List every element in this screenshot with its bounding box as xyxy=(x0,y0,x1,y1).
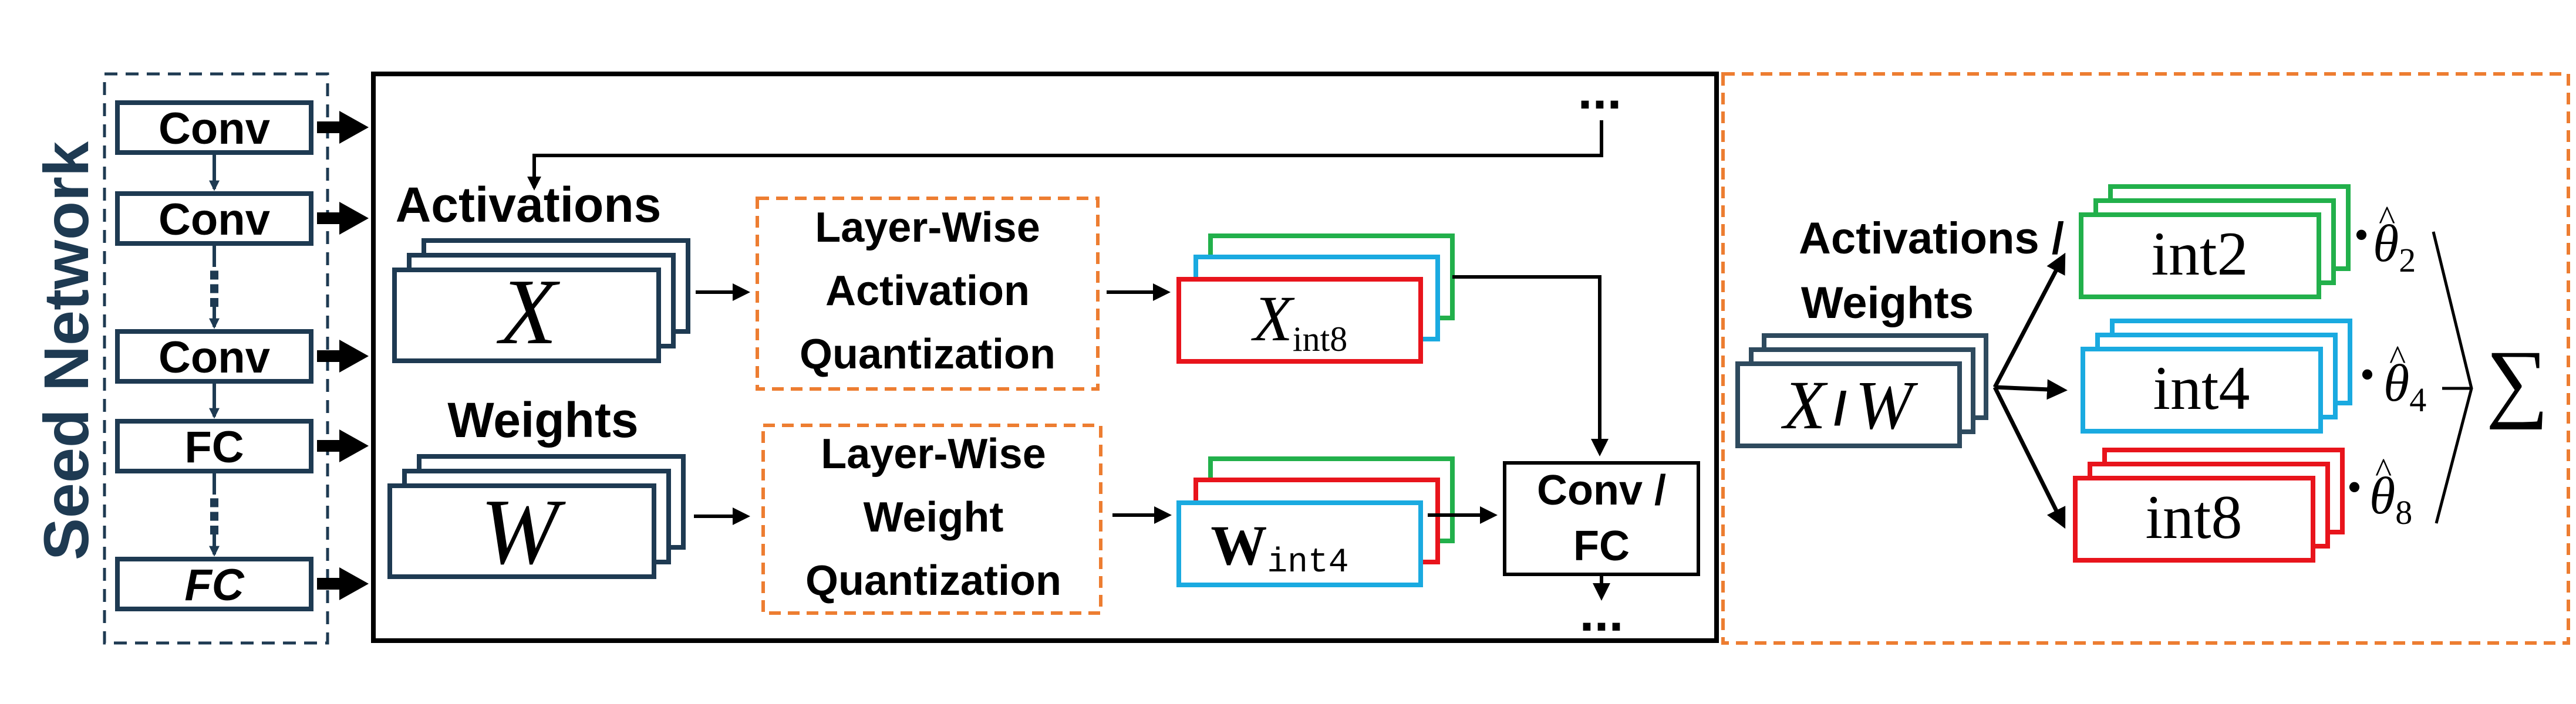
seed-layer-label-3: Conv xyxy=(159,333,270,383)
int8-stack xyxy=(2073,448,2345,563)
seed-layer-label-1: Conv xyxy=(159,104,270,154)
seed-network-title: Seed Network xyxy=(31,141,102,560)
conv-fc-line-1: Conv / xyxy=(1537,467,1666,514)
mixture-input-label-1: Activations / xyxy=(1799,214,2064,263)
seed-layer-box-4[interactable] xyxy=(115,419,313,473)
conv-fc-line-2: FC xyxy=(1573,523,1630,570)
coef-hat-4: ^ xyxy=(2389,339,2406,377)
activation-symbol: X xyxy=(496,259,560,364)
seed-layer-box-3[interactable] xyxy=(115,329,313,384)
quantization-pipeline: ... Activations X Weights W Layer-Wise A… xyxy=(371,62,1719,643)
sum-symbol: ∑ xyxy=(2486,333,2549,430)
pipeline-frame xyxy=(371,72,1719,643)
weight-quant-line-2: Weight xyxy=(864,494,1004,541)
xint8-stack xyxy=(1176,233,1455,364)
activations-stack xyxy=(392,238,690,363)
act-quant-line-1: Layer-Wise xyxy=(815,204,1040,251)
seed-layer-label-2: Conv xyxy=(159,195,270,245)
coef-hat-8: ^ xyxy=(2375,451,2392,490)
wint4-label: Wint4 xyxy=(1211,514,1348,582)
int4-stack xyxy=(2081,319,2352,434)
coef-theta-2: θ2 xyxy=(2373,215,2416,279)
seed-layer-box-2[interactable] xyxy=(115,191,313,246)
weights-label: Weights xyxy=(447,392,638,448)
coef-bullet-8: • xyxy=(2348,467,2361,506)
weights-stack xyxy=(387,454,686,579)
activations-label: Activations xyxy=(396,177,662,232)
activation-quantization-box[interactable] xyxy=(756,197,1100,391)
seed-layer-box-1[interactable] xyxy=(115,100,313,155)
coef-theta-8: θ8 xyxy=(2369,467,2412,532)
int2-label[interactable]: int2 xyxy=(2152,219,2248,288)
int4-label[interactable]: int4 xyxy=(2153,354,2250,422)
seed-output-arrows xyxy=(317,111,369,600)
fanout-arrow-int8 xyxy=(1992,386,2066,529)
mixed-precision-panel: Activations / Weights X/W int2 int4 xyxy=(1721,72,2570,645)
ellipsis-bottom: ... xyxy=(1579,584,1623,642)
seed-layer-box-5[interactable] xyxy=(115,557,313,611)
conv-fc-box[interactable] xyxy=(1503,461,1700,576)
ellipsis-top: ... xyxy=(1577,62,1621,120)
coef-bullet-4: • xyxy=(2361,354,2373,394)
mixture-input-stack xyxy=(1735,333,1988,448)
seed-layer-label-5: FC xyxy=(184,560,244,610)
mixture-input-symbol: X/W xyxy=(1781,367,1918,444)
act-quant-line-2: Activation xyxy=(825,268,1030,314)
seed-vdots-2: ⋮ xyxy=(191,490,238,543)
mixture-input-label-2: Weights xyxy=(1801,278,1974,328)
coef-theta-4: θ4 xyxy=(2383,354,2426,419)
mixture-frame xyxy=(1721,72,2570,645)
xint8-to-convfc-arrow xyxy=(1452,275,1609,456)
act-quant-line-3: Quantization xyxy=(800,331,1056,378)
int8-label[interactable]: int8 xyxy=(2146,483,2243,551)
wint4-stack xyxy=(1176,456,1455,587)
seed-layer-label-4: FC xyxy=(184,422,244,472)
weight-quant-line-1: Layer-Wise xyxy=(821,431,1046,478)
feedback-arrow xyxy=(527,120,1603,191)
coef-hat-2: ^ xyxy=(2379,199,2395,238)
weight-quant-line-3: Quantization xyxy=(805,557,1061,604)
sum-bracket xyxy=(2432,231,2473,524)
xint8-label: Xint8 xyxy=(1251,283,1348,358)
seed-vdots-1: ⋮ xyxy=(191,263,238,315)
fanout-arrow-int2 xyxy=(1992,252,2066,388)
weight-symbol: W xyxy=(480,479,566,584)
int2-stack xyxy=(2079,184,2351,299)
seed-network: Seed Network Conv Conv Conv FC FC ⋮ ⋮ xyxy=(31,72,369,645)
coef-bullet-2: • xyxy=(2355,215,2368,254)
fanout-arrow-int4 xyxy=(1994,379,2068,400)
